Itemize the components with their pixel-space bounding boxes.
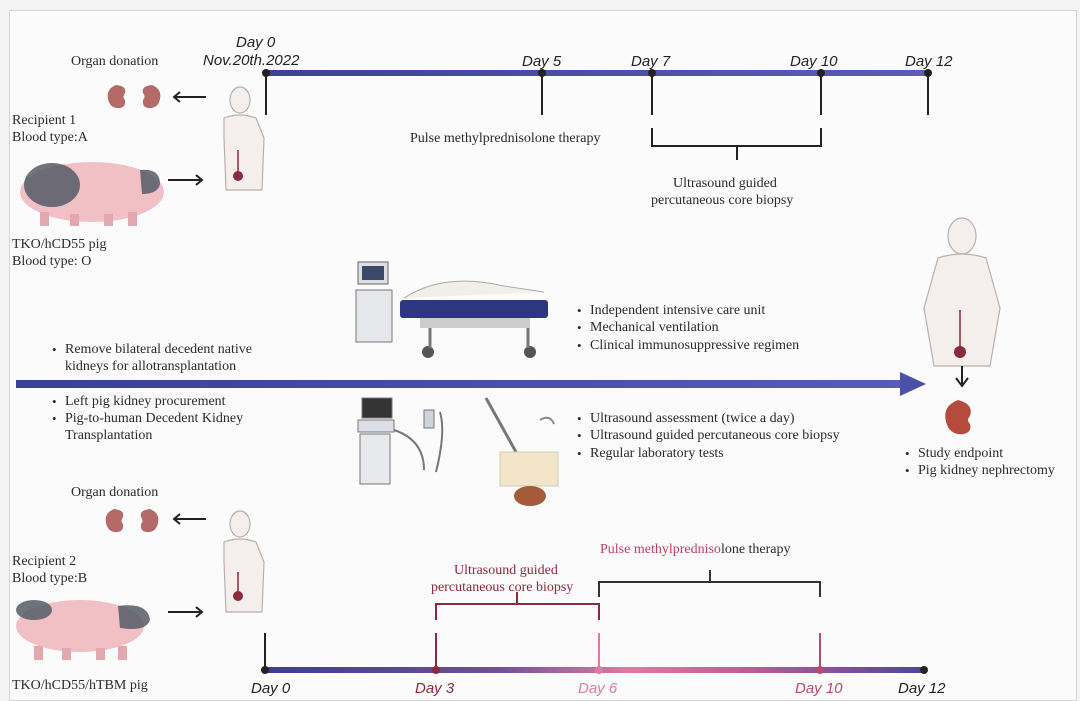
bottom-day3-label: Day 3 xyxy=(415,680,455,697)
kidney-endpoint-icon xyxy=(945,400,971,435)
bottom-biopsy-label-line2: percutaneous core biopsy xyxy=(431,580,574,595)
icu-bed-icon xyxy=(355,261,548,358)
biopsy-procedure-icon xyxy=(484,397,559,506)
care-bullet-2: Mechanical ventilation xyxy=(577,319,719,336)
bottom-biopsy-bracket xyxy=(435,592,600,620)
human-body-icon-bottom xyxy=(223,510,265,613)
arrow-down-endpoint xyxy=(955,366,969,388)
care-bullet-1: Independent intensive care unit xyxy=(577,302,765,319)
ultrasound-bullet-2: Ultrasound guided percutaneous core biop… xyxy=(577,427,840,444)
endpoint-bullet-2: Pig kidney nephrectomy xyxy=(905,462,1055,479)
bottom-timeline xyxy=(261,570,928,674)
top-timeline-bar xyxy=(265,70,930,76)
arrow-left-top xyxy=(172,91,206,103)
bottom-day0-label: Day 0 xyxy=(251,680,291,697)
top-biopsy-label-line2: percutaneous core biopsy xyxy=(651,193,794,208)
human-body-icon xyxy=(223,86,265,191)
care-bullet-3: Clinical immunosuppressive regimen xyxy=(577,337,799,354)
bottom-day10-label: Day 10 xyxy=(795,680,843,697)
main-arrow xyxy=(16,372,926,396)
recipient-2-label: Recipient 2 xyxy=(12,554,77,569)
recipient-1-blood-type: Blood type:A xyxy=(12,130,88,145)
top-day12-label: Day 12 xyxy=(905,53,953,70)
ultrasound-bullet-3: Regular laboratory tests xyxy=(577,445,724,462)
top-pulse-therapy-label: Pulse methylprednisolone therapy xyxy=(410,131,601,146)
top-day10-label: Day 10 xyxy=(790,53,838,70)
top-day7-label: Day 7 xyxy=(631,53,671,70)
bottom-day12-label: Day 12 xyxy=(898,680,946,697)
pig-1-name: TKO/hCD55 pig xyxy=(12,237,107,252)
pig-2-name: TKO/hCD55/hTBM pig xyxy=(12,678,148,693)
top-day0-date: Nov.20th.2022 xyxy=(203,52,300,69)
organ-donation-label-bottom: Organ donation xyxy=(71,485,159,500)
left-bullet-3: Pig-to-human Decedent Kidney Transplanta… xyxy=(52,410,243,444)
left-bullet-2: Left pig kidney procurement xyxy=(52,393,226,410)
bottom-pulse-therapy-label: Pulse methylprednisolone therapy xyxy=(600,542,791,557)
arrow-right-top xyxy=(168,174,204,186)
kidneys-icon xyxy=(107,85,161,109)
left-bullet-1: Remove bilateral decedent native kidneys… xyxy=(52,341,252,375)
recipient-2-blood-type: Blood type:B xyxy=(12,571,88,586)
kidneys-icon-bottom xyxy=(105,509,159,533)
pig-1-blood-type: Blood type: O xyxy=(12,254,92,269)
ultrasound-machine-icon xyxy=(357,397,444,485)
top-day0-label: Day 0 xyxy=(236,34,276,51)
organ-donation-label-top: Organ donation xyxy=(71,54,159,69)
bottom-pulse-bracket xyxy=(598,570,821,597)
top-biopsy-label-line1: Ultrasound guided xyxy=(673,176,777,191)
pig-icon-bottom xyxy=(16,600,150,660)
arrow-left-bottom xyxy=(172,513,206,525)
top-biopsy-bracket xyxy=(651,128,822,160)
pig-icon xyxy=(20,162,164,226)
recipient-1-label: Recipient 1 xyxy=(12,113,77,128)
top-day5-label: Day 5 xyxy=(522,53,562,70)
endpoint-bullet-1: Study endpoint xyxy=(905,445,1003,462)
top-timeline xyxy=(262,69,932,160)
bottom-biopsy-label-line1: Ultrasound guided xyxy=(454,563,558,578)
ultrasound-bullet-1: Ultrasound assessment (twice a day) xyxy=(577,410,794,427)
arrow-right-bottom xyxy=(168,606,204,618)
endpoint-human-icon xyxy=(923,217,1001,367)
bottom-day6-label: Day 6 xyxy=(578,680,618,697)
